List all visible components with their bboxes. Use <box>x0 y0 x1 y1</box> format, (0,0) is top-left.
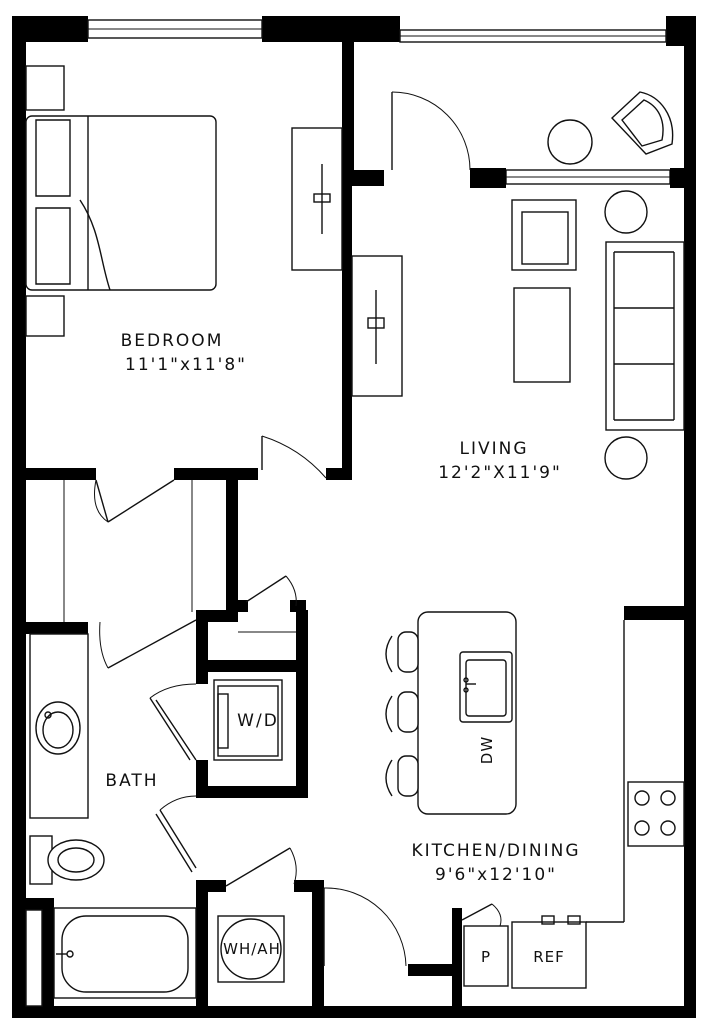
toilet <box>29 835 105 885</box>
bedroom-name: BEDROOM <box>121 331 224 351</box>
washer-dryer-label: W/D <box>237 711 279 731</box>
kitchen-sink <box>459 651 513 723</box>
armchair <box>511 199 577 271</box>
sofa <box>605 241 685 431</box>
bedroom-size: 11'1"x11'8" <box>125 355 247 375</box>
bathtub <box>53 907 197 999</box>
dresser <box>291 127 343 271</box>
dishwasher-label: DW <box>478 736 496 764</box>
bath-name: BATH <box>105 771 158 791</box>
water-heater-label: WH/AH <box>223 940 281 958</box>
side-table-bottom <box>604 436 648 480</box>
coffee-table <box>513 287 571 383</box>
refrigerator-label: REF <box>533 948 565 966</box>
interior-walls <box>12 16 696 1018</box>
balcony-chair <box>611 91 674 155</box>
vanity <box>29 633 89 819</box>
doors <box>94 91 502 967</box>
balcony-table <box>547 119 593 165</box>
cooktop <box>627 781 685 847</box>
nightstand-bottom <box>25 295 65 337</box>
windows <box>87 19 671 185</box>
media-console <box>351 255 403 397</box>
kitchen-name: KITCHEN/DINING <box>411 841 580 861</box>
pantry <box>463 925 509 987</box>
counter <box>586 620 625 923</box>
washer-dryer <box>213 679 283 761</box>
bar-stools <box>385 631 419 797</box>
kitchen-size: 9'6"x12'10" <box>435 865 557 885</box>
side-table-top <box>604 190 648 234</box>
bed <box>25 115 217 291</box>
living-name: LIVING <box>459 439 528 459</box>
nightstand-top <box>25 65 65 111</box>
linen-cabinet <box>25 909 43 1007</box>
pantry-label: P <box>481 948 491 966</box>
water-heater <box>217 915 285 983</box>
exterior-walls <box>12 16 696 1018</box>
living-size: 12'2"X11'9" <box>438 463 562 483</box>
closet-shelves <box>63 480 193 622</box>
refrigerator <box>511 915 587 989</box>
